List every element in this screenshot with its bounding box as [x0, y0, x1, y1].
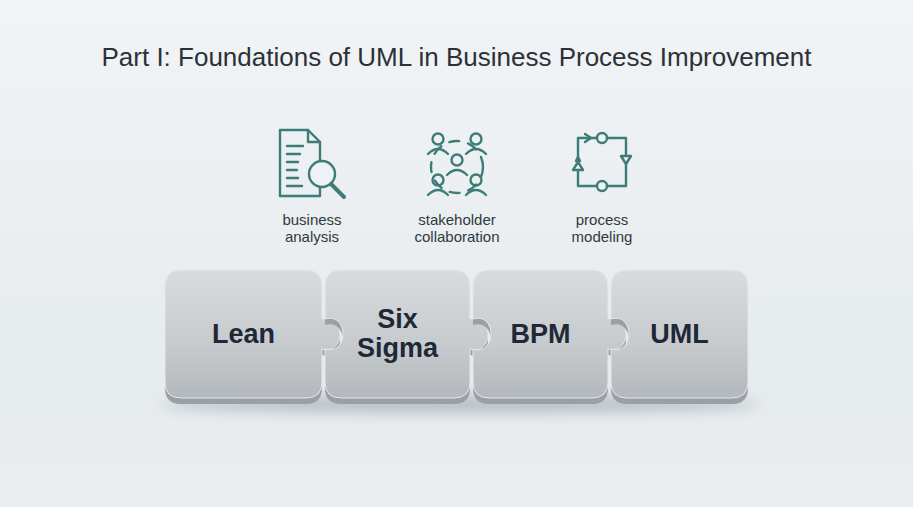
- block-label: Lean: [198, 320, 290, 349]
- block-label: Six Sigma: [352, 305, 444, 363]
- puzzle-block: BPM: [473, 270, 608, 398]
- block-face: [611, 270, 748, 398]
- slide-title: Part I: Foundations of UML in Business P…: [0, 42, 913, 73]
- block-face: [325, 270, 488, 398]
- icon-label: process modeling: [546, 211, 658, 245]
- icon-label: business analysis: [256, 211, 368, 245]
- process-icon: [573, 133, 631, 191]
- block-label: UML: [634, 320, 726, 349]
- analysis-icon: [280, 130, 344, 197]
- puzzle-block: UML: [611, 270, 748, 398]
- puzzle-block: Six Sigma: [325, 270, 470, 398]
- block-face: [473, 270, 626, 398]
- block-label: BPM: [495, 320, 587, 349]
- icon-label: stakeholder collaboration: [401, 211, 513, 245]
- collaboration-icon: [428, 134, 486, 196]
- block-face: [165, 270, 340, 398]
- puzzle-block: Lean: [165, 270, 322, 398]
